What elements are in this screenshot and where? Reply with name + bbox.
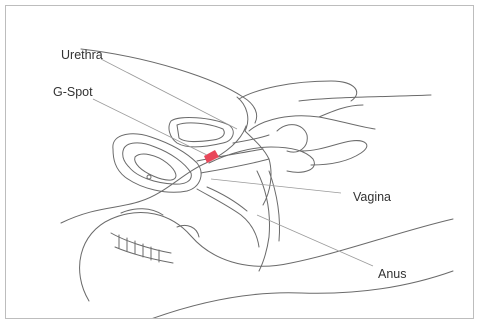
- label-urethra: Urethra: [61, 48, 103, 62]
- vaginal-canal-lower: [201, 159, 269, 173]
- label-vagina: Vagina: [353, 190, 391, 204]
- rectum-inner: [207, 187, 247, 211]
- buttock-contour: [80, 213, 453, 301]
- back-contour: [61, 126, 246, 223]
- lower-contour: [151, 271, 453, 319]
- hand-back: [299, 95, 431, 101]
- anatomy-diagram: Urethra G-Spot Vagina Anus: [6, 6, 474, 319]
- urethra-leader: [101, 59, 237, 129]
- abdomen-contour: [81, 49, 257, 123]
- coccyx-contour: [177, 225, 199, 237]
- wrist: [319, 105, 363, 117]
- diagram-frame: Urethra G-Spot Vagina Anus: [5, 5, 474, 319]
- label-g-spot: G-Spot: [53, 85, 93, 99]
- sacrum: [111, 233, 173, 263]
- knuckle: [277, 125, 307, 152]
- pelvic-floor: [257, 171, 270, 271]
- g-spot-leader: [93, 99, 207, 155]
- ovary: [147, 175, 151, 179]
- anus-leader: [257, 215, 373, 266]
- g-spot-highlight: [204, 150, 219, 163]
- label-anus: Anus: [378, 267, 407, 281]
- vagina-leader: [211, 179, 341, 193]
- thumb: [301, 141, 367, 165]
- finger-upper: [249, 116, 375, 131]
- bladder-inner: [177, 123, 224, 142]
